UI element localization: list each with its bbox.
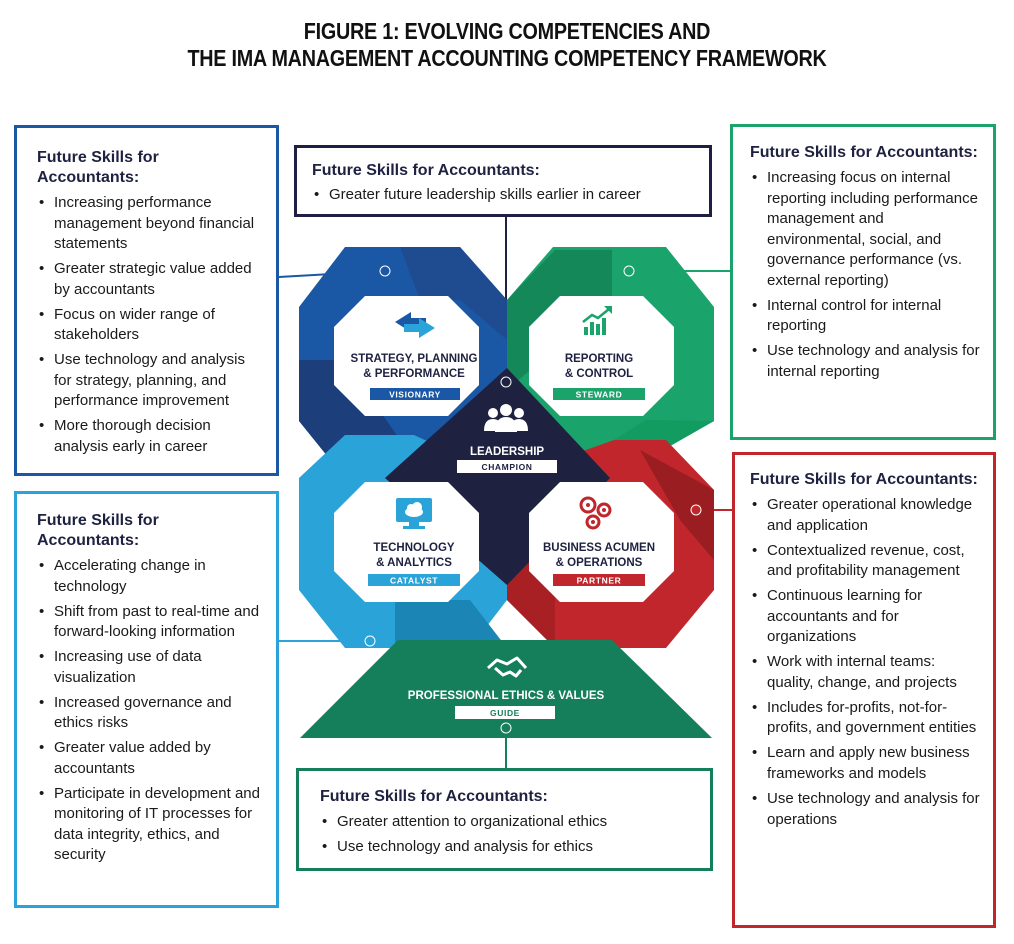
gears-icon	[579, 496, 612, 530]
technology-skills-list: Accelerating change in technologyShift f…	[37, 556, 264, 866]
reporting-panel	[529, 296, 674, 416]
reporting-label-1: REPORTING	[565, 353, 633, 365]
skill-item: Greater future leadership skills earlier…	[312, 185, 697, 206]
skill-item: Greater attention to organizational ethi…	[320, 812, 698, 833]
leadership-label: LEADERSHIP	[470, 446, 544, 458]
skill-item: Learn and apply new business frameworks …	[750, 743, 983, 784]
business-label-1: BUSINESS ACUMEN	[543, 542, 655, 554]
skill-item: Shift from past to real-time and forward…	[37, 602, 264, 643]
arrows-exchange-icon	[395, 312, 435, 338]
skill-item: Contextualized revenue, cost, and profit…	[750, 541, 983, 582]
ethics-skills-heading: Future Skills for Accountants:	[320, 788, 548, 805]
skill-item: Increasing use of data visualization	[37, 647, 264, 688]
skill-item: Internal control for internal reporting	[750, 296, 981, 337]
visionary-tag: VISIONARY	[389, 390, 441, 400]
ethics-base	[300, 640, 712, 738]
steward-badge	[553, 388, 645, 400]
skill-item: Greater strategic value added by account…	[37, 259, 264, 300]
skill-item: Includes for-profits, not-for-profits, a…	[750, 698, 983, 739]
technology-panel	[334, 482, 479, 602]
strategy-label-2: & PERFORMANCE	[363, 368, 465, 380]
cloud-monitor-icon	[396, 498, 432, 529]
skill-item: Use technology and analysis for ethics	[320, 837, 698, 858]
handshake-icon	[487, 656, 528, 678]
skill-item: Greater operational knowledge and applic…	[750, 495, 983, 536]
skill-item: Work with internal teams: quality, chang…	[750, 652, 983, 693]
strategy-skills-heading: Future Skills for Accountants:	[37, 149, 159, 186]
ethics-skills-list: Greater attention to organizational ethi…	[320, 812, 698, 858]
technology-label-1: TECHNOLOGY	[373, 542, 454, 554]
skill-item: Increasing performance management beyond…	[37, 193, 264, 255]
leadership-skills-heading: Future Skills for Accountants:	[312, 162, 540, 179]
technology-label-2: & ANALYTICS	[376, 557, 452, 569]
guide-badge	[455, 706, 555, 719]
skill-item: Increased governance and ethics risks	[37, 693, 264, 734]
technology-skills-box: Future Skills for Accountants: Accelerat…	[14, 491, 279, 908]
skill-item: Greater value added by accountants	[37, 738, 264, 779]
champion-tag: CHAMPION	[481, 462, 532, 472]
reporting-connector-dot	[623, 265, 635, 277]
reporting-skills-box: Future Skills for Accountants: Increasin…	[730, 124, 996, 440]
skill-item: Use technology and analysis for strategy…	[37, 350, 264, 412]
strategy-skills-box: Future Skills for Accountants: Increasin…	[14, 125, 279, 476]
technology-skills-heading: Future Skills for Accountants:	[37, 512, 159, 549]
strategy-label-1: STRATEGY, PLANNING	[351, 353, 478, 365]
skill-item: Focus on wider range of stakeholders	[37, 305, 264, 346]
reporting-label-2: & CONTROL	[565, 368, 633, 380]
title-line-2: THE IMA MANAGEMENT ACCOUNTING COMPETENCY…	[187, 45, 827, 71]
team-icon	[484, 404, 528, 432]
strategy-connector-dot	[379, 265, 391, 277]
title-line-1: FIGURE 1: EVOLVING COMPETENCIES AND	[303, 18, 711, 44]
ethics-connector-dot	[500, 722, 512, 734]
skill-item: More thorough decision analysis early in…	[37, 416, 264, 457]
figure-title: FIGURE 1: EVOLVING COMPETENCIES AND THE …	[71, 18, 943, 72]
leadership-skills-box: Future Skills for Accountants: Greater f…	[294, 145, 712, 217]
guide-tag: GUIDE	[490, 708, 520, 718]
reporting-skills-list: Increasing focus on internal reporting i…	[750, 168, 981, 382]
business-connector-dot	[690, 504, 702, 516]
business-skills-heading: Future Skills for Accountants:	[750, 471, 978, 488]
skill-item: Use technology and analysis for internal…	[750, 341, 981, 382]
ethics-skills-box: Future Skills for Accountants: Greater a…	[296, 768, 713, 871]
strategy-panel	[334, 296, 479, 416]
catalyst-tag: CATALYST	[390, 576, 438, 586]
strategy-skills-list: Increasing performance management beyond…	[37, 193, 264, 457]
business-skills-box: Future Skills for Accountants: Greater o…	[732, 452, 996, 928]
business-panel	[529, 482, 674, 602]
skill-item: Increasing focus on internal reporting i…	[750, 168, 981, 291]
leadership-connector-dot	[500, 376, 512, 388]
steward-tag: STEWARD	[576, 390, 623, 400]
skill-item: Continuous learning for accountants and …	[750, 586, 983, 648]
champion-badge	[457, 460, 557, 473]
technology-connector-dot	[364, 635, 376, 647]
skill-item: Use technology and analysis for operatio…	[750, 789, 983, 830]
skill-item: Accelerating change in technology	[37, 556, 264, 597]
growth-chart-icon	[582, 306, 612, 335]
skill-item: Participate in development and monitorin…	[37, 784, 264, 866]
partner-tag: PARTNER	[577, 576, 622, 586]
ethics-label: PROFESSIONAL ETHICS & VALUES	[408, 690, 605, 702]
partner-badge	[553, 574, 645, 586]
visionary-badge	[370, 388, 460, 400]
catalyst-badge	[368, 574, 460, 586]
business-label-2: & OPERATIONS	[556, 557, 643, 569]
business-skills-list: Greater operational knowledge and applic…	[750, 495, 983, 830]
reporting-skills-heading: Future Skills for Accountants:	[750, 144, 978, 161]
leadership-skills-list: Greater future leadership skills earlier…	[312, 185, 697, 206]
